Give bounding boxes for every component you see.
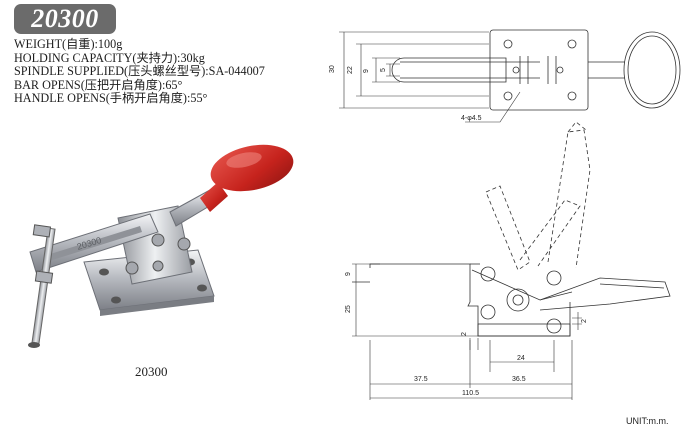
spec-weight: WEIGHT(自重):100g [14, 37, 123, 51]
dim-2-right: 2 [581, 319, 588, 323]
spec-spindle: SPINDLE SUPPLIED(压头螺丝型号):SA-044007 [14, 64, 265, 79]
top-view [391, 29, 681, 111]
spindle [28, 224, 56, 348]
spec-list: WEIGHT(自重):100g HOLDING CAPACITY(夹持力):30… [14, 37, 265, 106]
dim-30: 30 [329, 65, 336, 73]
model-badge: 20300 [14, 4, 116, 34]
photo-caption: 20300 [135, 364, 168, 379]
open-position-outline [485, 121, 591, 271]
dim-36-5: 36.5 [512, 376, 526, 383]
dim-5: 5 [380, 68, 387, 72]
clamp-bar: 20300 [29, 213, 159, 273]
side-view-dimensions [352, 263, 582, 400]
red-handle-grip [200, 144, 294, 212]
unit-label: UNIT:m.m. [626, 416, 669, 426]
dim-9-side: 9 [345, 272, 352, 276]
dim-22: 22 [347, 66, 354, 74]
dim-25: 25 [345, 305, 352, 313]
dim-9-top: 9 [363, 69, 370, 73]
side-view [369, 263, 671, 337]
spec-bar-opens: BAR OPENS(压把开启角度):65° [14, 77, 183, 92]
dim-hole-spec: 4-φ4.5 [461, 115, 482, 122]
spec-holding-capacity: HOLDING CAPACITY(夹持力):30kg [14, 50, 205, 65]
top-view-dimensions [339, 31, 521, 123]
dim-24: 24 [517, 355, 525, 362]
spec-handle-opens: HANDLE OPENS(手柄开启角度):55° [14, 91, 208, 106]
dim-37-5: 37.5 [414, 376, 428, 383]
dim-2-left: 2 [461, 332, 468, 336]
dim-110-5: 110.5 [462, 390, 479, 397]
